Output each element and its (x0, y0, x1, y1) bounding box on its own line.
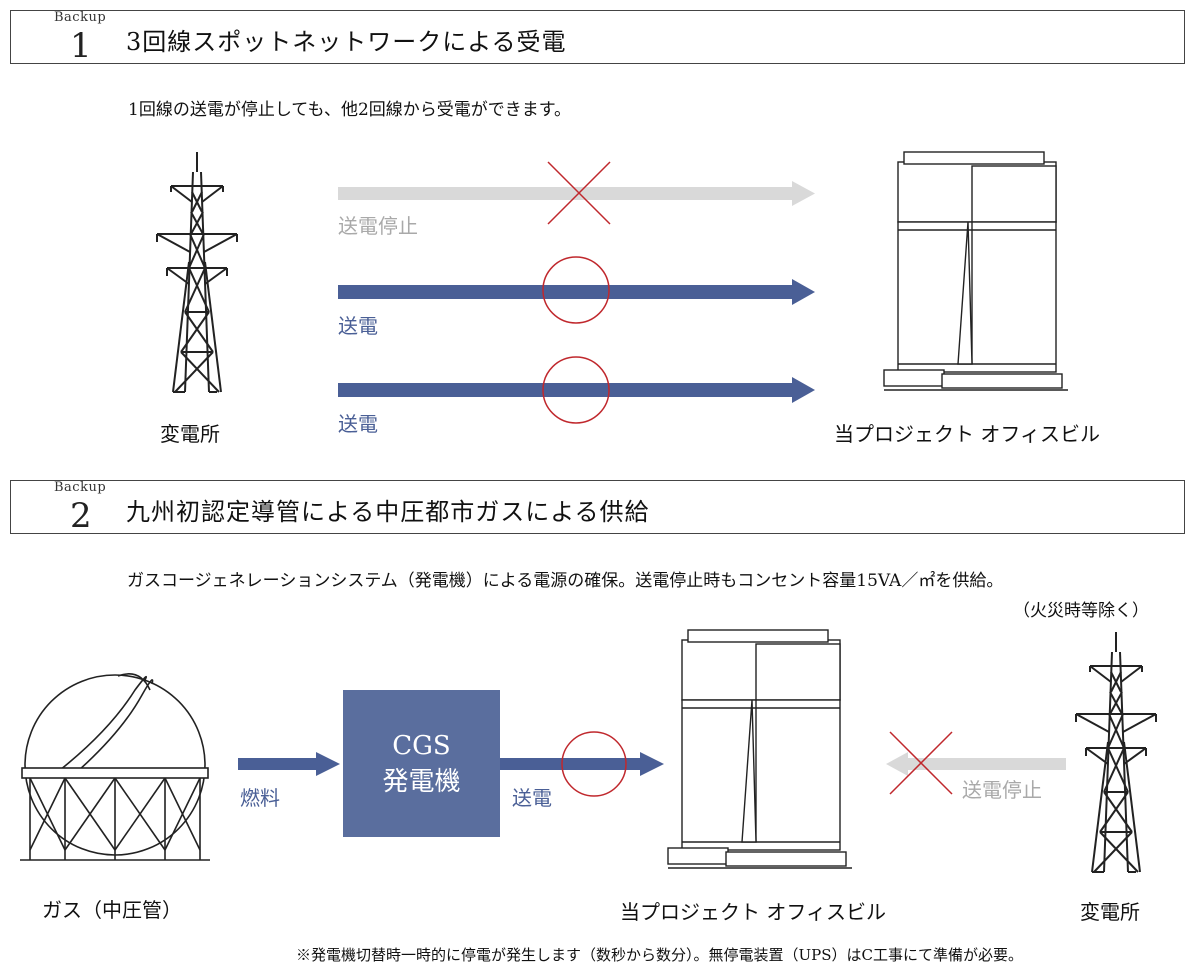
section2-building-label: 当プロジェクト オフィスビル (620, 900, 886, 924)
cgs-label: CGS (392, 730, 451, 761)
section1-number: 1 (70, 26, 92, 66)
section2-backup-label: Backup (54, 480, 107, 495)
section1-line1 (338, 256, 815, 324)
section2-substation-label: 変電所 (1080, 900, 1140, 924)
section2-title: 九州初認定導管による中圧都市ガスによる供給 (126, 498, 650, 526)
section1-description: 1回線の送電が停止しても、他2回線から受電ができます。 (128, 100, 572, 120)
section1-header-box (10, 10, 1185, 64)
section2-tower-icon (1075, 631, 1157, 873)
section2-description-note: （火災時等除く） (1013, 601, 1149, 621)
section1-backup-label: Backup (54, 10, 107, 25)
section2-description: ガスコージェネレーションシステム（発電機）による電源の確保。送電停止時もコンセン… (127, 571, 1004, 591)
cgs-supply-arrow (500, 731, 664, 797)
section1-line2-label: 送電 (338, 412, 378, 436)
section1-building-icon (883, 151, 1069, 391)
section1-tower-icon (156, 151, 238, 393)
gas-label: ガス（中圧管） (42, 898, 182, 922)
section1-line2 (338, 356, 815, 424)
section2-header-box (10, 480, 1185, 534)
section1-building-label: 当プロジェクト オフィスビル (834, 422, 1100, 446)
section1-line1-label: 送電 (338, 314, 378, 338)
cgs-generator-box: CGS 発電機 (343, 690, 500, 837)
fuel-arrow (238, 752, 340, 776)
gas-holder-icon (20, 673, 210, 861)
section1-substation-label: 変電所 (160, 422, 220, 446)
generator-label: 発電機 (382, 766, 461, 797)
section2-building-icon (667, 629, 853, 869)
fuel-label: 燃料 (240, 786, 280, 810)
section1-stopped-label: 送電停止 (338, 214, 418, 238)
section2-stopped-label: 送電停止 (962, 778, 1042, 802)
cgs-supply-label: 送電 (512, 786, 552, 810)
section1-title: 3回線スポットネットワークによる受電 (126, 28, 567, 56)
section2-stopped-arrow (886, 731, 1066, 795)
section2-number: 2 (70, 496, 92, 536)
footnote: ※発電機切替時一時的に停電が発生します（数秒から数分）。無停電装置（UPS）はC… (296, 946, 1023, 964)
section1-line-stopped (338, 161, 815, 225)
